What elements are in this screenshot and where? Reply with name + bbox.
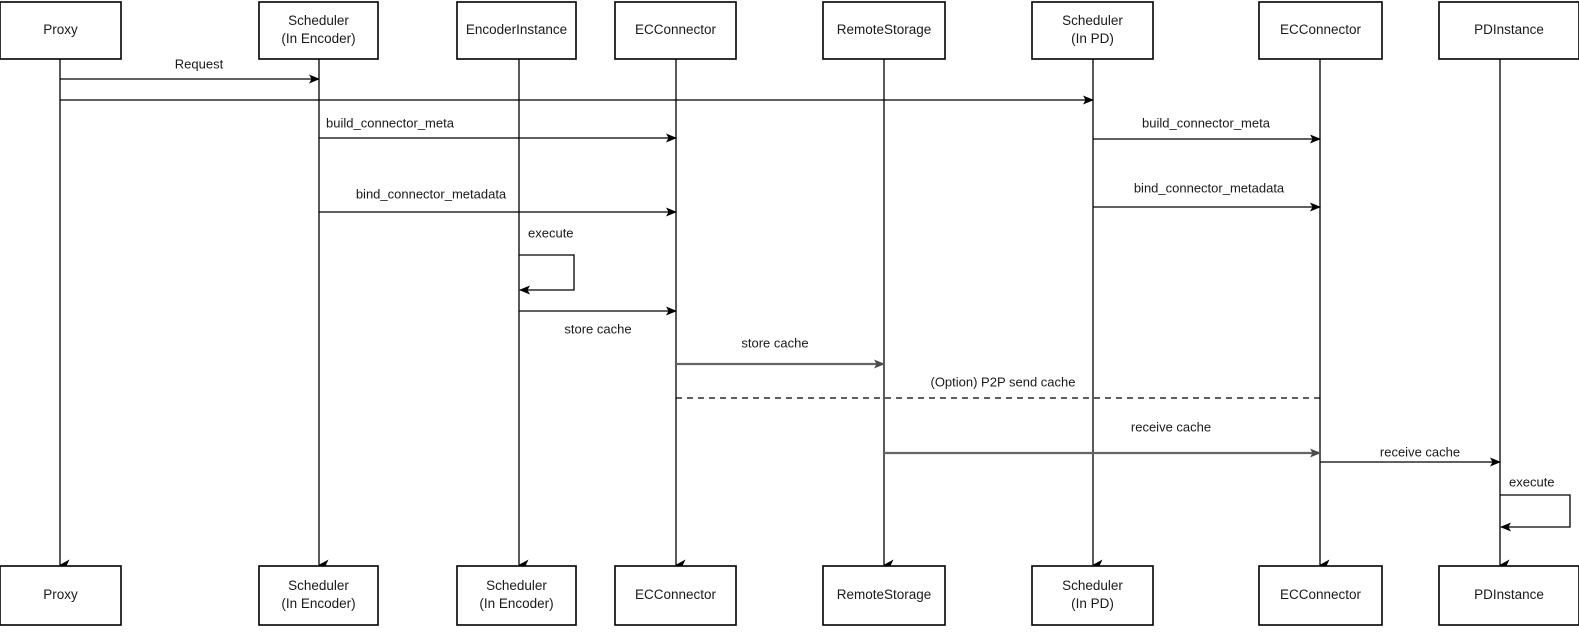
- participant-label-line2: (In Encoder): [281, 596, 355, 611]
- box-outline: [1031, 565, 1154, 626]
- participant-label: ECConnector: [1280, 587, 1362, 602]
- message-label: bind_connector_metadata: [356, 186, 507, 201]
- participant-top-box-pd-instance[interactable]: PDInstance: [1438, 1, 1579, 60]
- message-label: bind_connector_metadata: [1134, 180, 1285, 195]
- box-outline: [1258, 1, 1383, 60]
- message-receive-cache-2[interactable]: receive cache: [1320, 444, 1501, 467]
- participant-top-box-remote-storage[interactable]: RemoteStorage: [822, 1, 946, 60]
- message-p2p-send-cache[interactable]: (Option) P2P send cache: [676, 374, 1320, 399]
- participant-bottom-box-scheduler-pd[interactable]: Scheduler (In PD): [1031, 565, 1154, 626]
- participant-label-line2: (In PD): [1071, 31, 1114, 46]
- participant-header-boxes: Proxy Scheduler (In Encoder) EncoderInstanc…: [0, 1, 1579, 60]
- participant-label-line2: (In Encoder): [479, 596, 553, 611]
- messages-group: Request build_connector_meta build_connect…: [60, 56, 1501, 467]
- participant-top-box-ec-connector-1[interactable]: ECConnector: [614, 1, 737, 60]
- box-outline: [0, 565, 122, 626]
- participant-label: EncoderInstance: [466, 22, 567, 37]
- participant-bottom-box-encoder-instance[interactable]: Scheduler (In Encoder): [456, 565, 577, 626]
- participant-label-line1: Scheduler: [1062, 578, 1123, 593]
- participant-label: ECConnector: [635, 587, 717, 602]
- message-label: build_connector_meta: [326, 115, 455, 130]
- participant-bottom-box-remote-storage[interactable]: RemoteStorage: [822, 565, 946, 626]
- box-outline: [1258, 565, 1383, 626]
- message-store-cache-2[interactable]: store cache: [676, 335, 885, 369]
- participant-label: RemoteStorage: [837, 587, 932, 602]
- participant-footer-boxes: Proxy Scheduler (In Encoder) Scheduler (In E…: [0, 565, 1579, 626]
- self-message-loop: [519, 254, 575, 295]
- participant-bottom-box-proxy[interactable]: Proxy: [0, 565, 122, 626]
- message-label: (Option) P2P send cache: [930, 374, 1075, 389]
- participant-bottom-box-ec-connector-1[interactable]: ECConnector: [614, 565, 737, 626]
- message-bind-connector-metadata-2[interactable]: bind_connector_metadata: [1093, 180, 1321, 212]
- participant-top-box-ec-connector-2[interactable]: ECConnector: [1258, 1, 1383, 60]
- participant-top-box-encoder-instance[interactable]: EncoderInstance: [456, 1, 577, 60]
- box-outline: [258, 565, 379, 626]
- message-build-connector-meta-2[interactable]: build_connector_meta: [1093, 115, 1321, 144]
- box-outline: [258, 1, 379, 60]
- box-outline: [1438, 1, 1579, 60]
- participant-label: ECConnector: [1280, 22, 1362, 37]
- participant-label-line1: Scheduler: [486, 578, 547, 593]
- participant-label-line1: Scheduler: [288, 13, 349, 28]
- participant-top-box-scheduler-pd[interactable]: Scheduler (In PD): [1031, 1, 1154, 60]
- participant-label: ECConnector: [635, 22, 717, 37]
- message-label: build_connector_meta: [1142, 115, 1271, 130]
- message-label: receive cache: [1380, 444, 1460, 459]
- box-outline: [456, 565, 577, 626]
- participant-bottom-box-pd-instance[interactable]: PDInstance: [1438, 565, 1579, 626]
- participant-label-line2: (In Encoder): [281, 31, 355, 46]
- participant-label-line1: Scheduler: [288, 578, 349, 593]
- message-receive-cache-1[interactable]: receive cache: [884, 419, 1321, 458]
- box-outline: [614, 565, 737, 626]
- self-message-loop: [1500, 494, 1571, 532]
- box-outline: [614, 1, 737, 60]
- message-label: Request: [175, 56, 224, 71]
- box-outline: [1438, 565, 1579, 626]
- box-outline: [1031, 1, 1154, 60]
- self-message-label: execute: [528, 225, 574, 240]
- message-label: receive cache: [1131, 419, 1211, 434]
- box-outline: [822, 1, 946, 60]
- participant-label-line2: (In PD): [1071, 596, 1114, 611]
- message-request[interactable]: Request: [60, 56, 320, 84]
- participant-top-box-proxy[interactable]: Proxy: [0, 1, 122, 60]
- participant-bottom-box-scheduler-encoder[interactable]: Scheduler (In Encoder): [258, 565, 379, 626]
- self-message-execute-pdinstance[interactable]: execute: [1500, 474, 1571, 532]
- participant-label: RemoteStorage: [837, 22, 932, 37]
- participant-bottom-box-ec-connector-2[interactable]: ECConnector: [1258, 565, 1383, 626]
- participant-top-box-scheduler-encoder[interactable]: Scheduler (In Encoder): [258, 1, 379, 60]
- box-outline: [456, 1, 577, 60]
- message-label: store cache: [564, 321, 631, 336]
- message-build-connector-meta-1[interactable]: build_connector_meta: [319, 115, 677, 143]
- participant-label-line1: Scheduler: [1062, 13, 1123, 28]
- self-message-execute-encoder[interactable]: execute: [519, 225, 575, 295]
- message-label: store cache: [741, 335, 808, 350]
- self-messages-group: execute execute: [519, 225, 1571, 532]
- message-bind-connector-metadata-1[interactable]: bind_connector_metadata: [319, 186, 677, 217]
- participant-label: Proxy: [43, 587, 78, 602]
- box-outline: [0, 1, 122, 60]
- box-outline: [822, 565, 946, 626]
- participant-label: PDInstance: [1474, 587, 1544, 602]
- participant-label: PDInstance: [1474, 22, 1544, 37]
- self-message-label: execute: [1509, 474, 1555, 489]
- participant-label: Proxy: [43, 22, 78, 37]
- lifelines-group: [59, 59, 1510, 571]
- message-store-cache-1[interactable]: store cache: [519, 306, 677, 336]
